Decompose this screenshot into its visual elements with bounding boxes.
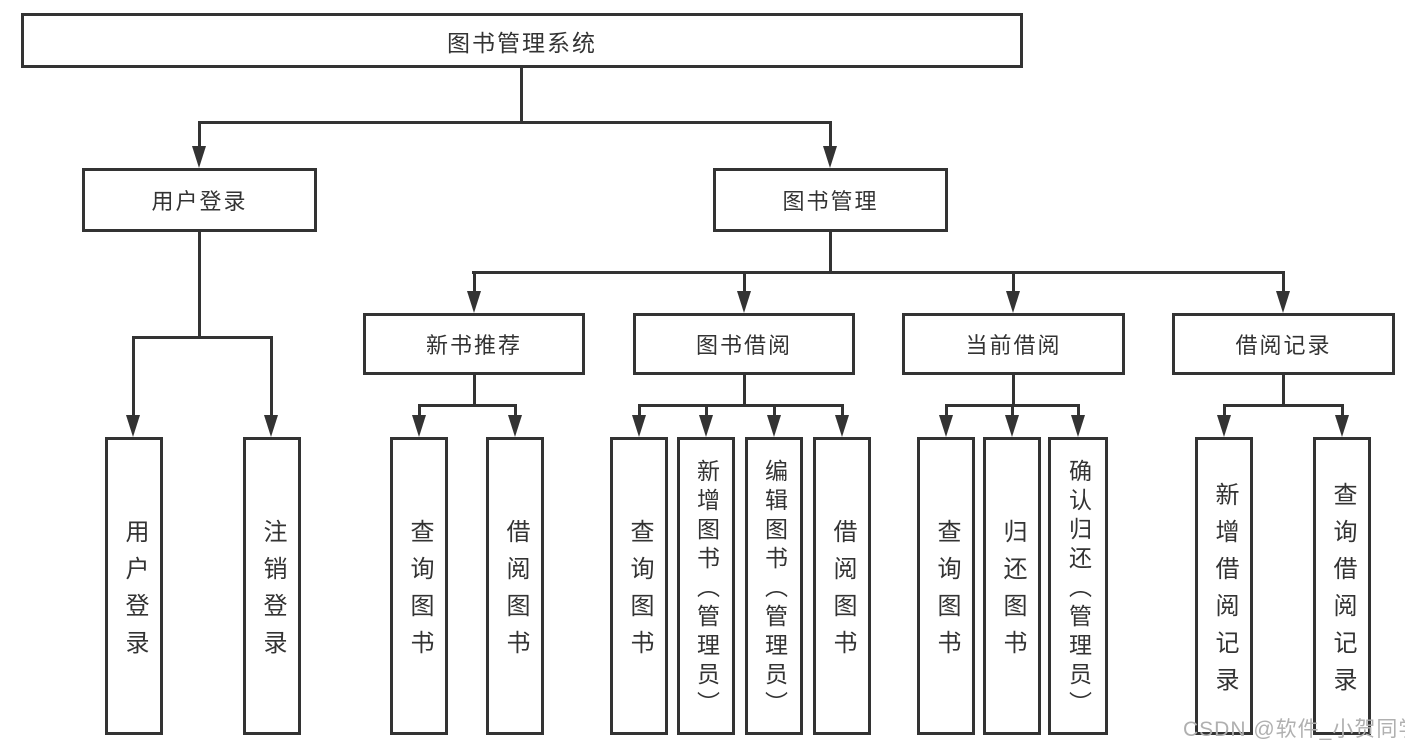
node-label: 借阅图书 <box>829 518 856 667</box>
node-new-book-recommend: 新书推荐 <box>363 313 585 375</box>
connector-down <box>1012 375 1015 407</box>
arrow-down-icon <box>1335 415 1349 437</box>
node-label: 归还图书 <box>999 518 1026 667</box>
leaf-user-login: 用户登录 <box>105 437 163 735</box>
arrow-down-icon <box>1217 415 1231 437</box>
connector-split <box>638 404 844 407</box>
leaf-query-books-recommend: 查询图书 <box>390 437 448 735</box>
node-label: 确认归还（管理员） <box>1065 458 1092 720</box>
arrow-down-icon <box>508 415 522 437</box>
node-label: 用户登录 <box>151 189 248 214</box>
connector-down <box>1282 375 1285 407</box>
leaf-borrow-books-recommend: 借阅图书 <box>486 437 544 735</box>
connector-stub <box>829 121 832 149</box>
connector-stub <box>1012 271 1015 294</box>
node-label: 图书借阅 <box>695 333 792 358</box>
node-label: 查询图书 <box>626 518 653 667</box>
connector-stub <box>418 404 421 418</box>
connector-stub <box>1282 271 1285 294</box>
arrow-down-icon <box>823 146 837 168</box>
connector-split <box>1223 404 1344 407</box>
leaf-query-books-current: 查询图书 <box>917 437 975 735</box>
leaf-edit-books-admin: 编辑图书（管理员） <box>745 437 803 735</box>
arrow-down-icon <box>699 415 713 437</box>
connector-stub <box>705 404 708 418</box>
connector-userlogin-split <box>132 336 273 339</box>
node-borrow-records: 借阅记录 <box>1172 313 1395 375</box>
arrow-down-icon <box>467 291 481 313</box>
node-library-management-system: 图书管理系统 <box>21 13 1023 68</box>
connector-stub <box>638 404 641 418</box>
arrow-down-icon <box>1071 415 1085 437</box>
node-user-login: 用户登录 <box>82 168 317 232</box>
arrow-down-icon <box>632 415 646 437</box>
node-label: 新书推荐 <box>425 333 522 358</box>
connector-stub <box>132 336 135 418</box>
connector-root-down <box>520 68 523 123</box>
node-label: 借阅图书 <box>502 518 529 667</box>
leaf-borrow-books: 借阅图书 <box>813 437 871 735</box>
node-label: 编辑图书（管理员） <box>761 458 788 720</box>
arrow-down-icon <box>192 146 206 168</box>
node-book-borrow: 图书借阅 <box>633 313 855 375</box>
connector-stub <box>1223 404 1226 418</box>
arrow-down-icon <box>767 415 781 437</box>
connector-stub <box>743 271 746 294</box>
connector-stub <box>945 404 948 418</box>
node-label: 借阅记录 <box>1235 333 1332 358</box>
node-label: 图书管理系统 <box>447 29 597 56</box>
connector-split <box>418 404 517 407</box>
node-label: 图书管理 <box>782 189 879 214</box>
connector-stub <box>773 404 776 418</box>
leaf-query-books-borrow: 查询图书 <box>610 437 668 735</box>
arrow-down-icon <box>264 415 278 437</box>
node-label: 新增借阅记录 <box>1211 481 1238 704</box>
arrow-down-icon <box>1005 415 1019 437</box>
node-label: 注销登录 <box>259 518 286 667</box>
connector-down <box>473 375 476 407</box>
connector-stub <box>1011 404 1014 418</box>
connector-stub <box>514 404 517 418</box>
node-label: 新增图书（管理员） <box>693 458 720 720</box>
leaf-return-books: 归还图书 <box>983 437 1041 735</box>
connector-stub <box>270 336 273 418</box>
connector-stub <box>198 121 201 149</box>
connector-stub <box>473 271 476 294</box>
node-label: 查询图书 <box>933 518 960 667</box>
arrow-down-icon <box>939 415 953 437</box>
arrow-down-icon <box>737 291 751 313</box>
node-label: 查询借阅记录 <box>1329 481 1356 704</box>
node-book-management: 图书管理 <box>713 168 948 232</box>
connector-down <box>743 375 746 407</box>
connector-stub <box>1077 404 1080 418</box>
arrow-down-icon <box>126 415 140 437</box>
leaf-add-borrow-record: 新增借阅记录 <box>1195 437 1253 735</box>
csdn-watermark: CSDN @软件_小贺同学 <box>1183 718 1405 741</box>
connector-root-split <box>198 121 832 124</box>
arrow-down-icon <box>1006 291 1020 313</box>
connector-bookmgmt-split <box>472 271 1285 274</box>
leaf-confirm-return-admin: 确认归还（管理员） <box>1048 437 1108 735</box>
node-label: 用户登录 <box>121 518 148 667</box>
connector-stub <box>1341 404 1344 418</box>
leaf-logout: 注销登录 <box>243 437 301 735</box>
arrow-down-icon <box>1276 291 1290 313</box>
node-label: 当前借阅 <box>965 333 1062 358</box>
node-current-borrow: 当前借阅 <box>902 313 1125 375</box>
arrow-down-icon <box>412 415 426 437</box>
leaf-query-borrow-record: 查询借阅记录 <box>1313 437 1371 735</box>
node-label: 查询图书 <box>406 518 433 667</box>
connector-userlogin-down <box>198 232 201 338</box>
connector-bookmgmt-down <box>829 232 832 274</box>
leaf-add-books-admin: 新增图书（管理员） <box>677 437 735 735</box>
arrow-down-icon <box>835 415 849 437</box>
connector-stub <box>841 404 844 418</box>
